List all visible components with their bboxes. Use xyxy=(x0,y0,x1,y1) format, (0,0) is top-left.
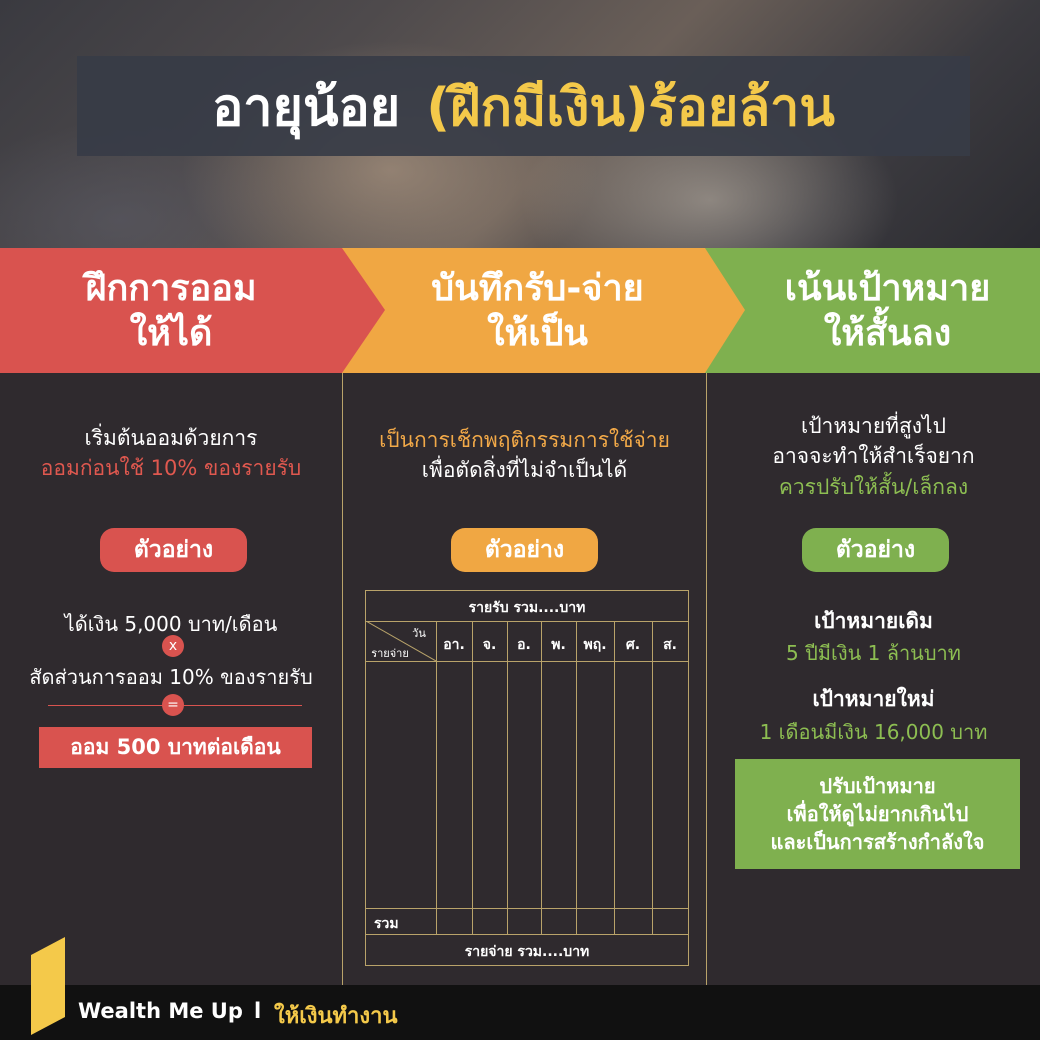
record-example-pill: ตัวอย่าง xyxy=(451,528,598,572)
equals-icon: = xyxy=(162,694,184,716)
saving-income: ได้เงิน 5,000 บาท/เดือน xyxy=(64,612,278,636)
ledger-col-rule xyxy=(541,621,542,934)
brand-name: Wealth Me Up xyxy=(78,999,243,1023)
ledger-day: ส. xyxy=(663,637,677,653)
ledger-rule xyxy=(366,661,688,662)
ledger-col-rule xyxy=(576,621,577,934)
ledger-income-header: รายรับ รวม....บาท xyxy=(468,600,586,616)
banner-label-goal: เน้นเป้าหมาย ให้สั้นลง xyxy=(784,267,991,354)
ledger-day: พ. xyxy=(551,637,566,653)
ledger-rule xyxy=(366,621,688,622)
ledger-corner-expense: รายจ่าย xyxy=(371,647,409,660)
saving-description: เริ่มต้นออมด้วยการ ออมก่อนใช้ 10% ของราย… xyxy=(0,423,342,484)
page-title: อายุน้อย (ฝึกมีเงิน)ร้อยล้าน xyxy=(77,56,970,156)
ledger-col-rule xyxy=(507,621,508,934)
new-goal-label: เป้าหมายใหม่ xyxy=(812,687,935,711)
goal-desc-line1: เป้าหมายที่สูงไป xyxy=(801,414,946,438)
ledger-rule xyxy=(366,934,688,935)
ledger-col-rule xyxy=(436,621,437,934)
ledger-expense-footer: รายจ่าย รวม....บาท xyxy=(464,944,590,960)
ledger-corner-diagonal xyxy=(366,621,436,661)
column-saving: เริ่มต้นออมด้วยการ ออมก่อนใช้ 10% ของราย… xyxy=(0,373,342,985)
ledger-day: จ. xyxy=(482,637,497,653)
ledger-day: อ. xyxy=(517,637,531,653)
column-record: เป็นการเช็กพฤติกรรมการใช้จ่าย เพื่อตัดสิ… xyxy=(343,373,706,985)
banner-label-save: ฝึกการออม ให้ได้ xyxy=(85,267,257,354)
saving-result: ออม 500 บาทต่อเดือน xyxy=(39,727,312,768)
goal-desc-line2: อาจจะทำให้สำเร็จยาก xyxy=(772,444,975,469)
brand-logo-icon xyxy=(31,937,65,1035)
ledger-rule xyxy=(366,908,688,909)
ledger-col-rule xyxy=(614,621,615,934)
ledger-day: พฤ. xyxy=(583,637,607,653)
goal-desc-highlight: ควรปรับให้สั้น/เล็กลง xyxy=(778,474,969,499)
multiply-icon: x xyxy=(162,635,184,657)
old-goal-label: เป้าหมายเดิม xyxy=(814,609,933,633)
ledger-day: ศ. xyxy=(625,637,641,653)
hero-image: อายุน้อย (ฝึกมีเงิน)ร้อยล้าน xyxy=(0,0,1040,248)
expense-ledger-table: รายรับ รวม....บาท วัน รายจ่าย อา. จ. อ. … xyxy=(365,590,689,966)
column-goal: เป้าหมายที่สูงไป อาจจะทำให้สำเร็จยาก ควร… xyxy=(707,373,1040,985)
column-divider xyxy=(706,373,707,985)
ledger-col-rule xyxy=(472,621,473,934)
goal-description: เป้าหมายที่สูงไป อาจจะทำให้สำเร็จยาก ควร… xyxy=(707,411,1040,502)
brand-separator: l xyxy=(254,999,262,1023)
banner-label-record: บันทึกรับ-จ่าย ให้เป็น xyxy=(431,267,644,354)
record-desc-highlight: เป็นการเช็กพฤติกรรมการใช้จ่าย xyxy=(379,428,670,452)
ledger-day: อา. xyxy=(443,637,465,653)
title-part2: (ฝึกมีเงิน)ร้อยล้าน xyxy=(426,77,835,138)
ledger-col-rule xyxy=(652,621,653,934)
record-description: เป็นการเช็กพฤติกรรมการใช้จ่าย เพื่อตัดสิ… xyxy=(343,425,706,486)
goal-example-pill: ตัวอย่าง xyxy=(802,528,949,572)
old-goal-value: 5 ปีมีเงิน 1 ล้านบาท xyxy=(786,641,961,665)
record-desc-line2: เพื่อตัดสิ่งที่ไม่จำเป็นได้ xyxy=(421,458,628,483)
banner-arrows xyxy=(0,248,1040,373)
saving-desc-highlight: ออมก่อนใช้ 10% ของรายรับ xyxy=(40,456,302,481)
ledger-corner-day: วัน xyxy=(412,627,426,640)
saving-ratio: สัดส่วนการออม 10% ของรายรับ xyxy=(29,665,313,689)
saving-example-pill: ตัวอย่าง xyxy=(100,528,247,572)
saving-desc-line1: เริ่มต้นออมด้วยการ xyxy=(84,426,258,450)
title-part1: อายุน้อย xyxy=(212,77,401,138)
banner-arrow-goal xyxy=(0,248,385,373)
step-banner: ฝึกการออม ให้ได้ บันทึกรับ-จ่าย ให้เป็น … xyxy=(0,248,1040,373)
footer-bar: Wealth Me Up l ให้เงินทำงาน xyxy=(0,985,1040,1040)
column-divider xyxy=(342,373,343,985)
brand-tagline: ให้เงินทำงาน xyxy=(274,1004,398,1029)
ledger-total-label: รวม xyxy=(374,916,399,932)
new-goal-value: 1 เดือนมีเงิน 16,000 บาท xyxy=(759,720,988,744)
goal-note-box: ปรับเป้าหมาย เพื่อให้ดูไม่ยากเกินไป และเ… xyxy=(735,759,1020,869)
